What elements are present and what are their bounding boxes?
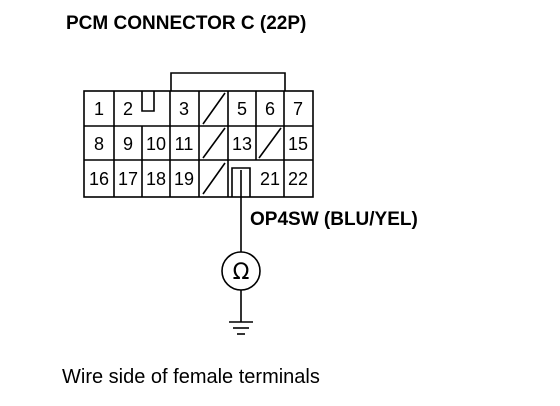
- terminal-19: 19: [174, 169, 194, 189]
- ohmmeter: Ω: [221, 251, 261, 291]
- terminal-8: 8: [94, 134, 104, 154]
- terminal-5: 5: [237, 99, 247, 119]
- terminal-1: 1: [94, 99, 104, 119]
- wire-label: OP4SW (BLU/YEL): [250, 209, 418, 230]
- terminal-7: 7: [293, 99, 303, 119]
- diagram-title: PCM CONNECTOR C (22P): [66, 13, 306, 34]
- terminal-13: 13: [232, 134, 252, 154]
- empty-cavities: [202, 92, 282, 195]
- ohm-icon: Ω: [233, 260, 250, 285]
- caption: Wire side of female terminals: [62, 366, 320, 388]
- terminal-6: 6: [265, 99, 275, 119]
- connector-grid: [84, 91, 313, 197]
- terminal-18: 18: [146, 169, 166, 189]
- ground-icon: [229, 321, 253, 335]
- terminal-17: 17: [118, 169, 138, 189]
- terminal-15: 15: [288, 134, 308, 154]
- terminal-9: 9: [123, 134, 133, 154]
- terminal-16: 16: [89, 169, 109, 189]
- terminal-11: 11: [175, 134, 194, 154]
- terminal-21: 21: [260, 169, 280, 189]
- terminal-10: 10: [146, 134, 166, 154]
- terminal-3: 3: [179, 99, 189, 119]
- terminal-22: 22: [288, 169, 308, 189]
- terminal-2: 2: [123, 99, 133, 119]
